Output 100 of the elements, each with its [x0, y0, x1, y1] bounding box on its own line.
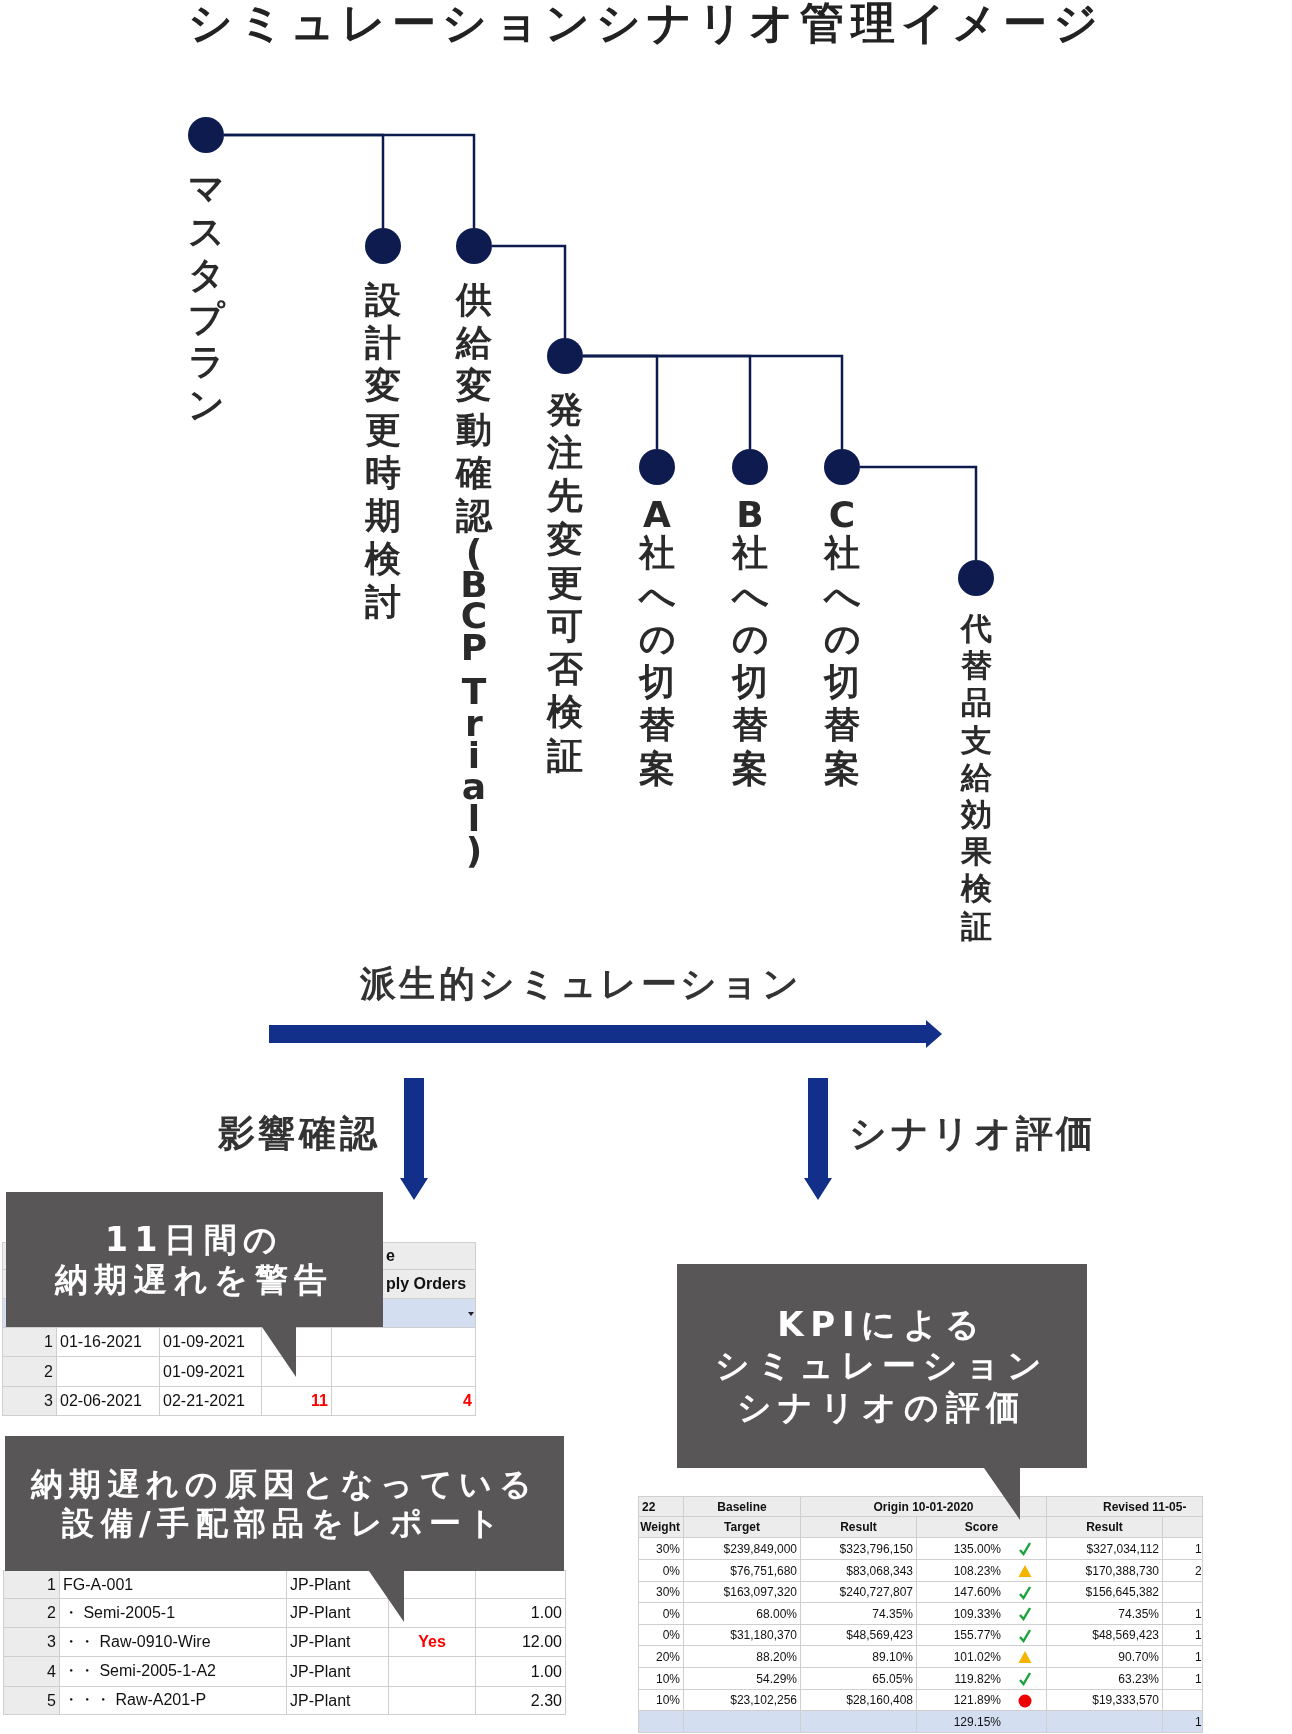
- table-cell: 1: [1163, 1538, 1203, 1560]
- table-cell: 88.20%: [684, 1646, 801, 1668]
- table-cell: 1: [1163, 1668, 1203, 1690]
- heading-text: 派生的シミュレーション: [359, 962, 803, 1004]
- table-cell: 02-21-2021: [160, 1387, 262, 1416]
- row-number: 5: [3, 1687, 60, 1715]
- table-cell: 89.10%: [801, 1646, 917, 1668]
- node-label: 発注先変更可否検証: [547, 388, 583, 777]
- connector-line: [224, 133, 476, 228]
- connector-line: [860, 465, 978, 560]
- node-label: B社への切替案: [732, 499, 768, 790]
- table-cell: 74.35%: [1047, 1603, 1163, 1625]
- table-cell: ・・・ Raw-A201-P: [60, 1687, 287, 1715]
- node-label: A社への切替案: [639, 499, 675, 790]
- table-cell: 54.29%: [684, 1668, 801, 1690]
- column-header: Result: [801, 1517, 917, 1538]
- table-cell: $323,796,150: [801, 1538, 917, 1560]
- table-cell: ・・ Semi-2005-1-A2: [60, 1657, 287, 1687]
- table-cell: 109.33%: [917, 1603, 1047, 1625]
- table-cell: ・・ Raw-0910-Wire: [60, 1628, 287, 1657]
- table-cell: 1.00: [476, 1599, 566, 1628]
- column-header: Baseline: [684, 1496, 801, 1517]
- table-cell: 108.23%: [917, 1560, 1047, 1582]
- table-cell: $239,849,000: [684, 1538, 801, 1560]
- callout-text: KPIによるシミュレーションシナリオの評価: [714, 1303, 1050, 1429]
- node-label: C社への切替案: [824, 499, 860, 790]
- callout-bubble: [677, 1264, 1087, 1520]
- connector-line: [492, 244, 567, 338]
- row-number: 1: [2, 1328, 57, 1357]
- node-label: 供給変動確認(BCP Trial): [456, 278, 492, 867]
- heading-text: 影響確認: [217, 1111, 381, 1155]
- column-header: Score: [917, 1517, 1047, 1538]
- table-cell: $76,751,680: [684, 1560, 801, 1582]
- table-cell: ・ Semi-2005-1: [60, 1599, 287, 1628]
- row-number: 3: [3, 1628, 60, 1657]
- table-cell: 2.30: [476, 1687, 566, 1715]
- table-cell: 02-06-2021: [57, 1387, 160, 1416]
- column-header: Target: [684, 1517, 801, 1538]
- table-cell: 101.02%: [917, 1646, 1047, 1668]
- table-cell: $240,727,807: [801, 1582, 917, 1603]
- table-cell: 30%: [638, 1538, 684, 1560]
- table-cell: $83,068,343: [801, 1560, 917, 1582]
- column-header: 22: [638, 1496, 684, 1517]
- table-cell: 135.00%: [917, 1538, 1047, 1560]
- table-cell: 0%: [638, 1603, 684, 1625]
- table-cell: $23,102,256: [684, 1690, 801, 1711]
- row-number: 3: [2, 1387, 57, 1416]
- table-cell: $28,160,408: [801, 1690, 917, 1711]
- table-cell: 121.89%: [917, 1690, 1047, 1711]
- row-number: 2: [2, 1357, 57, 1387]
- table-cell: $170,388,730: [1047, 1560, 1163, 1582]
- table-cell: 01-16-2021: [57, 1328, 160, 1357]
- table-cell: 30%: [638, 1582, 684, 1603]
- table-cell: 1: [1163, 1603, 1203, 1625]
- table-cell: 90.70%: [1047, 1646, 1163, 1668]
- table-cell: $31,180,370: [684, 1625, 801, 1646]
- table-cell: 1: [1163, 1711, 1203, 1733]
- table-cell: 155.77%: [917, 1625, 1047, 1646]
- column-header: Result: [1047, 1517, 1163, 1538]
- table-cell: 12.00: [476, 1628, 566, 1657]
- table-cell: $156,645,382: [1047, 1582, 1163, 1603]
- table-cell: 1: [1163, 1625, 1203, 1646]
- column-header: Revised 11-05-: [1047, 1496, 1203, 1517]
- table-cell: 65.05%: [801, 1668, 917, 1690]
- table-cell: 01-09-2021: [160, 1328, 262, 1357]
- table-cell: FG-A-001: [60, 1570, 287, 1599]
- table-cell: Yes: [389, 1628, 476, 1657]
- table-cell: $327,034,112: [1047, 1538, 1163, 1560]
- node-label: 設計変更時期検討: [365, 278, 401, 624]
- row-number: 4: [3, 1657, 60, 1687]
- column-header: Weight: [638, 1517, 684, 1538]
- table-cell: 20%: [638, 1646, 684, 1668]
- heading-text: シナリオ評価: [848, 1111, 1098, 1155]
- title: シミュレーションシナリオ管理イメージ: [187, 0, 1105, 48]
- table-cell: JP-Plant: [287, 1687, 389, 1715]
- table-cell: $48,569,423: [1047, 1625, 1163, 1646]
- table-cell: $19,333,570: [1047, 1690, 1163, 1711]
- table-cell: 10%: [638, 1668, 684, 1690]
- row-number: 2: [3, 1599, 60, 1628]
- table-cell: 68.00%: [684, 1603, 801, 1625]
- table-cell: 0%: [638, 1560, 684, 1582]
- table-cell: 1: [1163, 1646, 1203, 1668]
- table-cell: 129.15%: [917, 1711, 1047, 1733]
- node-label: 代替品支給効果検証: [960, 610, 992, 945]
- table-cell: 63.23%: [1047, 1668, 1163, 1690]
- table-cell: 119.82%: [917, 1668, 1047, 1690]
- table-cell: 1.00: [476, 1657, 566, 1687]
- table-cell: 2: [1163, 1560, 1203, 1582]
- table-cell: 147.60%: [917, 1582, 1047, 1603]
- table-cell: 10%: [638, 1690, 684, 1711]
- table-cell: JP-Plant: [287, 1628, 389, 1657]
- column-header: Origin 10-01-2020: [801, 1496, 1047, 1517]
- table-cell: JP-Plant: [287, 1657, 389, 1687]
- node-label: マスタプラン: [188, 167, 224, 427]
- table-cell: 0%: [638, 1625, 684, 1646]
- table-cell: 4: [332, 1387, 476, 1416]
- connector-line: [583, 354, 844, 449]
- table-cell: 01-09-2021: [160, 1357, 262, 1387]
- row-number: 1: [3, 1570, 60, 1599]
- callout-text: 納期遅れの原因となっている設備/手配部品をレポート: [29, 1464, 540, 1543]
